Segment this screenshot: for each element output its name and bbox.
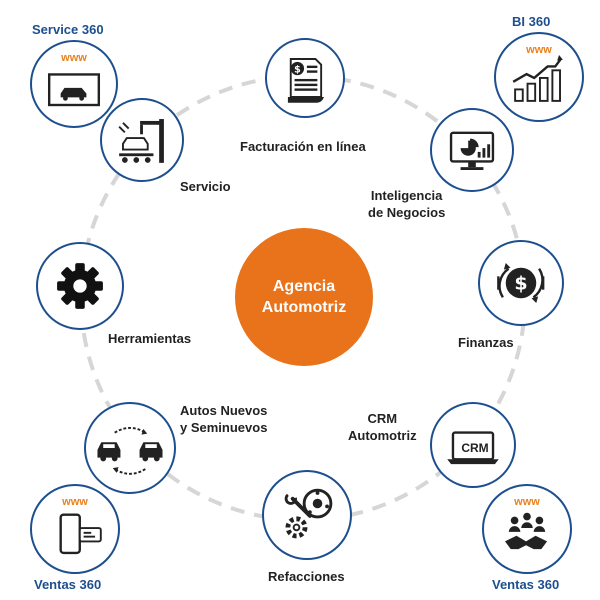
ventas360-left-www: www [62,496,88,508]
svg-text:$: $ [514,273,527,295]
autos-label-line1: Autos Nuevos [180,403,268,418]
ventas360-left-title: Ventas 360 [34,577,102,592]
crm-node: CRM [430,402,516,488]
autos-label-line2: y Seminuevos [180,420,268,435]
car-assembly-icon [118,119,164,163]
growth-chart-icon [512,55,563,102]
servicio-label: Servicio [180,179,231,194]
ventas360-right-title: Ventas 360 [492,577,560,592]
ventas360-right-www: www [514,496,540,508]
crm-screen-text: CRM [461,441,489,455]
crm-label-line1: CRM [367,411,398,426]
car-exchange-icon [97,426,163,475]
autos-label: Autos Nuevos y Seminuevos [180,402,267,436]
inteligencia-label-line2: de Negocios [368,205,446,220]
refacciones-label: Refacciones [268,569,345,584]
bi360-www: www [526,44,552,56]
bi360-title: BI 360 [512,14,551,29]
refacciones-node [262,470,352,560]
finance-icon: $ [497,262,545,304]
handshake-icon [505,512,548,550]
facturacion-node: $ [265,38,345,118]
finanzas-label: Finanzas [458,335,514,350]
svg-text:$: $ [294,64,301,75]
center-line-2: Automotriz [261,299,347,316]
parts-icon [284,488,333,539]
car-monitor-icon [47,73,101,107]
crm-label: CRM Automotriz [348,410,417,444]
facturacion-label: Facturación en línea [240,139,366,154]
gear-icon [57,263,103,309]
crm-laptop-icon [447,431,499,465]
servicio-node [100,98,184,182]
crm-label-line2: Automotriz [348,428,417,443]
ventas360-right-node: www [482,484,572,574]
bi360-node: www [494,32,584,122]
herramientas-label: Herramientas [108,331,192,346]
bi-dashboard-icon [449,131,495,170]
finanzas-node: $ [478,240,564,326]
inteligencia-label-line1: Inteligencia [370,188,443,203]
service360-title: Service 360 [32,22,104,37]
inteligencia-node [430,108,514,192]
center-node: Agencia Automotriz [235,228,373,366]
ventas360-left-node: www [30,484,120,574]
inteligencia-label: Inteligencia de Negocios [368,187,445,221]
service360-www: www [61,52,87,64]
phone-card-icon [59,513,102,555]
invoice-icon: $ [287,58,324,103]
service360-node: www [30,40,118,128]
autos-node [84,402,176,494]
herramientas-node [36,242,124,330]
center-line-1: Agencia [272,278,336,295]
